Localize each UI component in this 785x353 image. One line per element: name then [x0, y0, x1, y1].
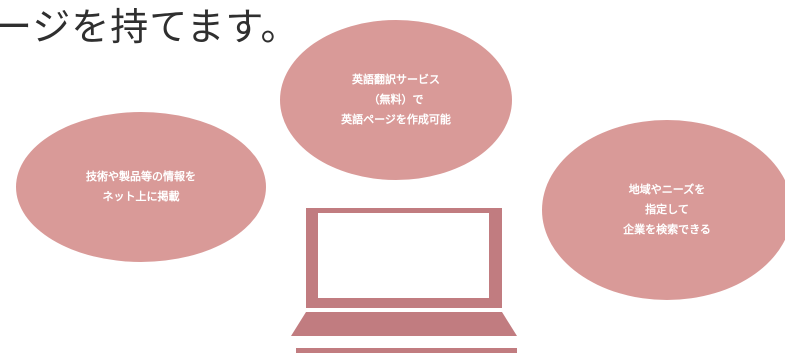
feature-bubble-search: 地域やニーズを 指定して 企業を検索できる	[542, 120, 785, 300]
feature-bubble-publish-line-2: ネット上に掲載	[102, 190, 180, 203]
feature-bubble-search-line-1: 地域やニーズを	[628, 183, 706, 197]
feature-bubble-search-line-2: 指定して	[645, 203, 689, 217]
feature-bubble-translation-line-2: （無料）で	[368, 93, 424, 107]
feature-bubble-publish: 技術や製品等の情報を ネット上に掲載	[16, 112, 266, 262]
feature-bubble-translation-line-3: 英語ページを作成可能	[341, 112, 451, 126]
laptop-keyboard	[291, 312, 517, 336]
feature-bubble-translation-line-1: 英語翻訳サービス	[352, 73, 440, 87]
feature-bubble-translation: 英語翻訳サービス （無料）で 英語ページを作成可能	[280, 20, 512, 180]
laptop-base	[296, 348, 517, 353]
feature-bubble-publish-line-1: 技術や製品等の情報を	[86, 170, 196, 184]
laptop-screen	[318, 213, 489, 298]
laptop-lid	[306, 208, 502, 308]
page-heading: ージを持てます。	[0, 5, 300, 49]
feature-bubble-search-line-3: 企業を検索できる	[623, 222, 711, 236]
